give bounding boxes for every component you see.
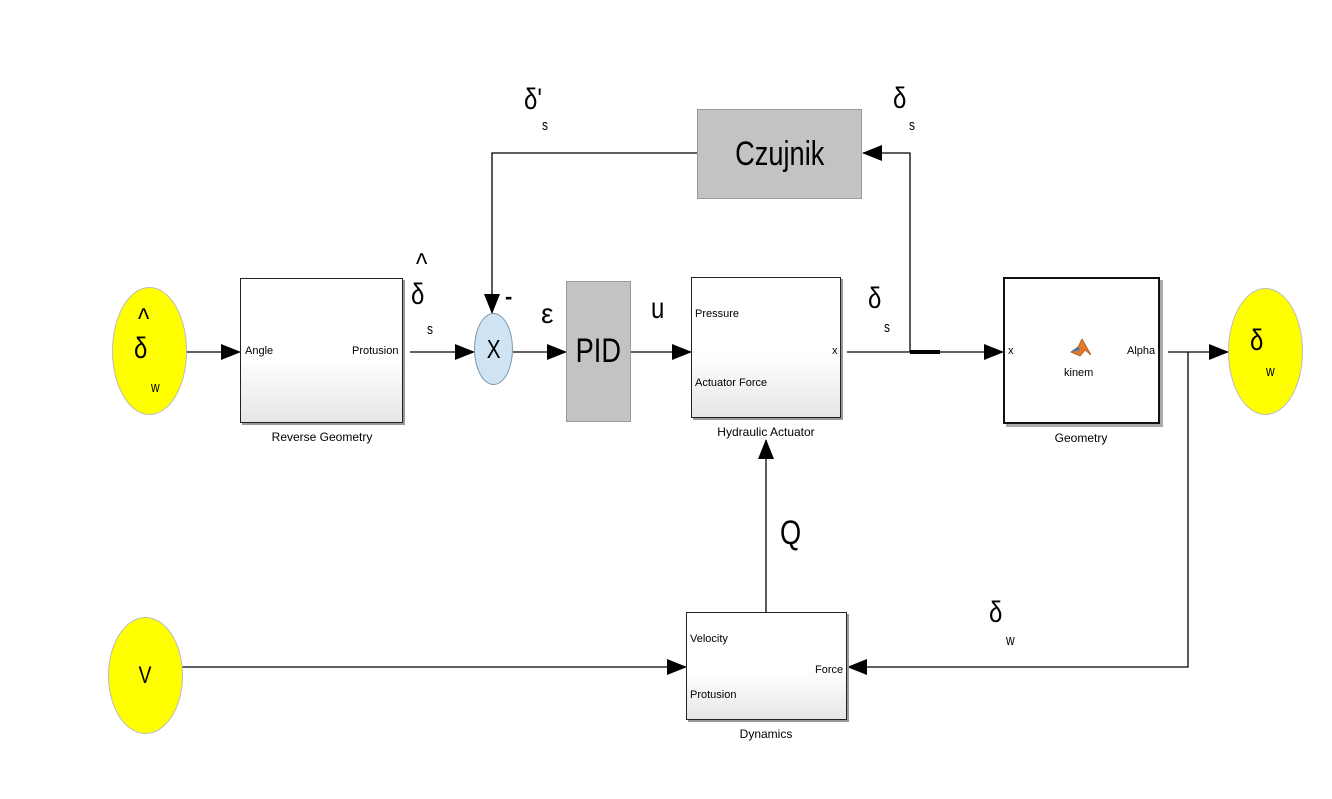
actuator-pressure-port: Pressure bbox=[695, 308, 740, 320]
delta-s-top-subscript: s bbox=[909, 117, 915, 134]
dynamics-velocity-port: Velocity bbox=[690, 633, 728, 645]
dynamics-force-port: Force bbox=[815, 664, 844, 676]
reverse-geometry-block[interactable] bbox=[240, 278, 403, 423]
delta-s-hat-symbol: δ bbox=[411, 278, 425, 311]
delta-s-top-symbol: δ bbox=[893, 82, 907, 115]
reverse-geometry-out-port: Protusion bbox=[352, 345, 399, 357]
output-delta-w-terminal[interactable] bbox=[1228, 288, 1303, 415]
geometry-caption: Geometry bbox=[1054, 431, 1108, 445]
hydraulic-actuator-block[interactable] bbox=[691, 277, 841, 418]
output-delta-symbol: δ bbox=[1250, 324, 1264, 357]
czujnik-label: Czujnik bbox=[734, 134, 825, 173]
dynamics-caption: Dynamics bbox=[739, 727, 793, 741]
actuator-force-port: Actuator Force bbox=[695, 377, 768, 389]
matlab-function-icon bbox=[1070, 338, 1092, 357]
delta-s-hat-subscript: s bbox=[427, 321, 433, 338]
wire-output-to-dynamics bbox=[847, 352, 1189, 675]
delta-s-mid-symbol: δ bbox=[868, 282, 882, 315]
sum-block[interactable]: X bbox=[474, 313, 513, 385]
delta-w-feedback-symbol: δ bbox=[989, 596, 1003, 629]
actuator-x-out-port: x bbox=[832, 345, 838, 357]
dynamics-protusion-port: Protusion bbox=[690, 689, 737, 701]
delta-s-prime-subscript: s bbox=[542, 117, 548, 134]
delta-w-feedback-subscript: w bbox=[1006, 632, 1015, 649]
epsilon-label: ε bbox=[541, 298, 554, 329]
reverse-geometry-in-port: Angle bbox=[245, 345, 274, 357]
geometry-function-name: kinem bbox=[1064, 367, 1094, 379]
velocity-label: V bbox=[139, 661, 152, 689]
geometry-x-in-port: x bbox=[1008, 345, 1014, 357]
sum-minus-sign: - bbox=[505, 284, 513, 309]
q-label: Q bbox=[780, 514, 802, 552]
delta-s-prime-symbol: δ' bbox=[524, 83, 542, 116]
pid-block[interactable]: PID bbox=[566, 281, 631, 422]
czujnik-block[interactable]: Czujnik bbox=[697, 109, 862, 199]
wire-czujnik-to-sum bbox=[484, 152, 697, 314]
input-delta-w-terminal[interactable] bbox=[112, 287, 187, 415]
geometry-alpha-out-port: Alpha bbox=[1127, 345, 1156, 357]
reverse-geometry-caption: Reverse Geometry bbox=[271, 430, 373, 444]
sum-label: X bbox=[486, 333, 501, 364]
input-hat: ^ bbox=[138, 303, 150, 336]
hydraulic-actuator-caption: Hydraulic Actuator bbox=[717, 425, 815, 439]
input-delta-subscript: w bbox=[151, 379, 160, 396]
input-delta-symbol: δ bbox=[134, 332, 148, 365]
wire-branch-to-czujnik bbox=[862, 145, 911, 352]
delta-s-hat-mark: ^ bbox=[416, 248, 428, 281]
output-delta-subscript: w bbox=[1266, 363, 1275, 380]
pid-label: PID bbox=[575, 332, 622, 370]
u-label: u bbox=[651, 292, 665, 325]
delta-s-mid-subscript: s bbox=[884, 319, 890, 336]
dynamics-block[interactable] bbox=[686, 612, 847, 720]
velocity-terminal[interactable]: V bbox=[108, 617, 183, 734]
